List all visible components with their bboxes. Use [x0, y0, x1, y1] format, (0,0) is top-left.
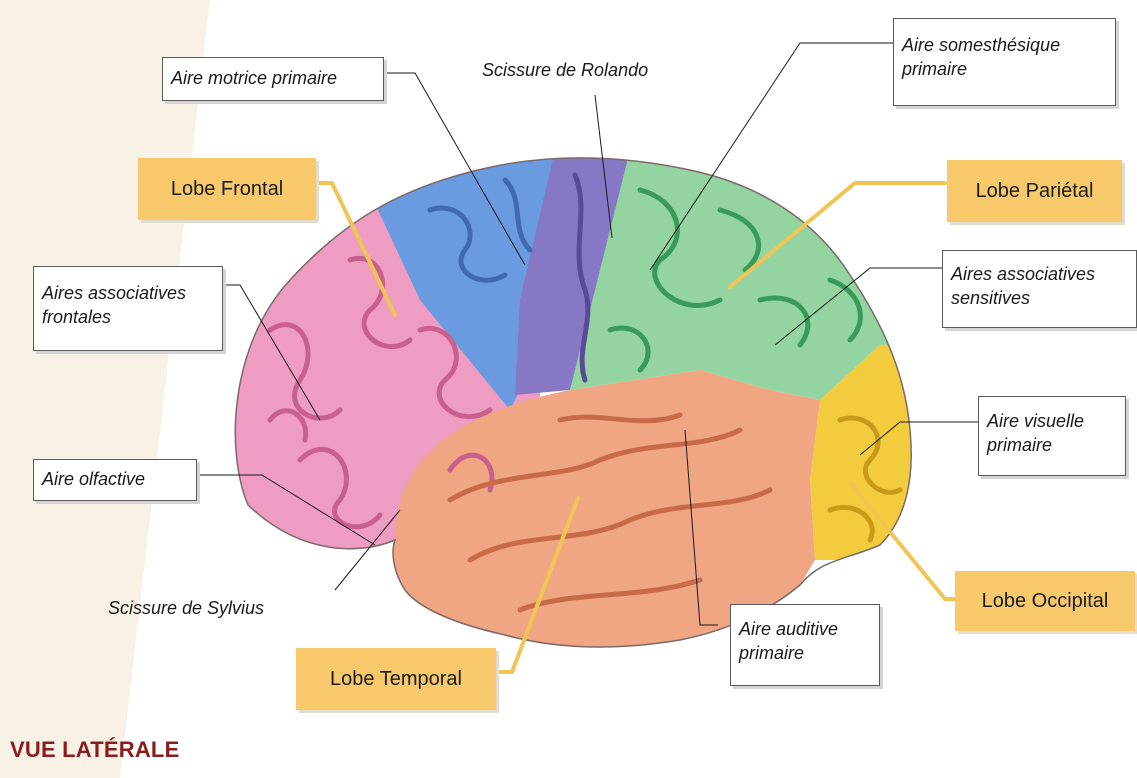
lobe-frontal-tag: Lobe Frontal — [138, 158, 316, 220]
lobe-frontal-label: Lobe Frontal — [171, 178, 283, 201]
label-scissure-rolando: Scissure de Rolando — [482, 58, 702, 82]
lobe-parietal-label: Lobe Pariétal — [976, 180, 1094, 203]
assoc-frontales-line1: Aires associatives — [42, 281, 214, 305]
aire-visuelle-line1: Aire visuelle — [987, 409, 1117, 433]
lobe-occipital-label: Lobe Occipital — [982, 590, 1109, 613]
label-aire-visuelle: Aire visuelle primaire — [978, 396, 1126, 476]
lobe-temporal-tag: Lobe Temporal — [296, 648, 496, 710]
label-aire-motrice: Aire motrice primaire — [162, 57, 384, 101]
label-scissure-sylvius: Scissure de Sylvius — [108, 596, 328, 620]
lobe-parietal-tag: Lobe Pariétal — [947, 160, 1122, 222]
label-aire-auditive: Aire auditive primaire — [730, 604, 880, 686]
scissure-rolando-text: Scissure de Rolando — [482, 60, 648, 80]
label-aires-assoc-sensitives: Aires associatives sensitives — [942, 250, 1137, 328]
label-aire-olfactive: Aire olfactive — [33, 459, 197, 501]
aire-auditive-line1: Aire auditive — [739, 617, 871, 641]
lobe-occipital-tag: Lobe Occipital — [955, 571, 1135, 631]
aire-visuelle-line2: primaire — [987, 433, 1117, 457]
aire-auditive-line2: primaire — [739, 641, 871, 665]
aire-olfactive-text: Aire olfactive — [42, 469, 145, 489]
lobe-temporal-label: Lobe Temporal — [330, 668, 462, 691]
label-aires-assoc-frontales: Aires associatives frontales — [33, 266, 223, 351]
assoc-sensitives-line1: Aires associatives — [951, 262, 1128, 286]
label-aire-somesthesique: Aire somesthésique primaire — [893, 18, 1116, 106]
aire-somesthesique-line1: Aire somesthésique — [902, 33, 1107, 57]
assoc-frontales-line2: frontales — [42, 305, 214, 329]
assoc-sensitives-line2: sensitives — [951, 286, 1128, 310]
aire-somesthesique-line2: primaire — [902, 57, 1107, 81]
scissure-sylvius-text: Scissure de Sylvius — [108, 598, 264, 618]
view-title: VUE LATÉRALE — [10, 737, 179, 763]
aire-motrice-text: Aire motrice primaire — [171, 68, 337, 88]
